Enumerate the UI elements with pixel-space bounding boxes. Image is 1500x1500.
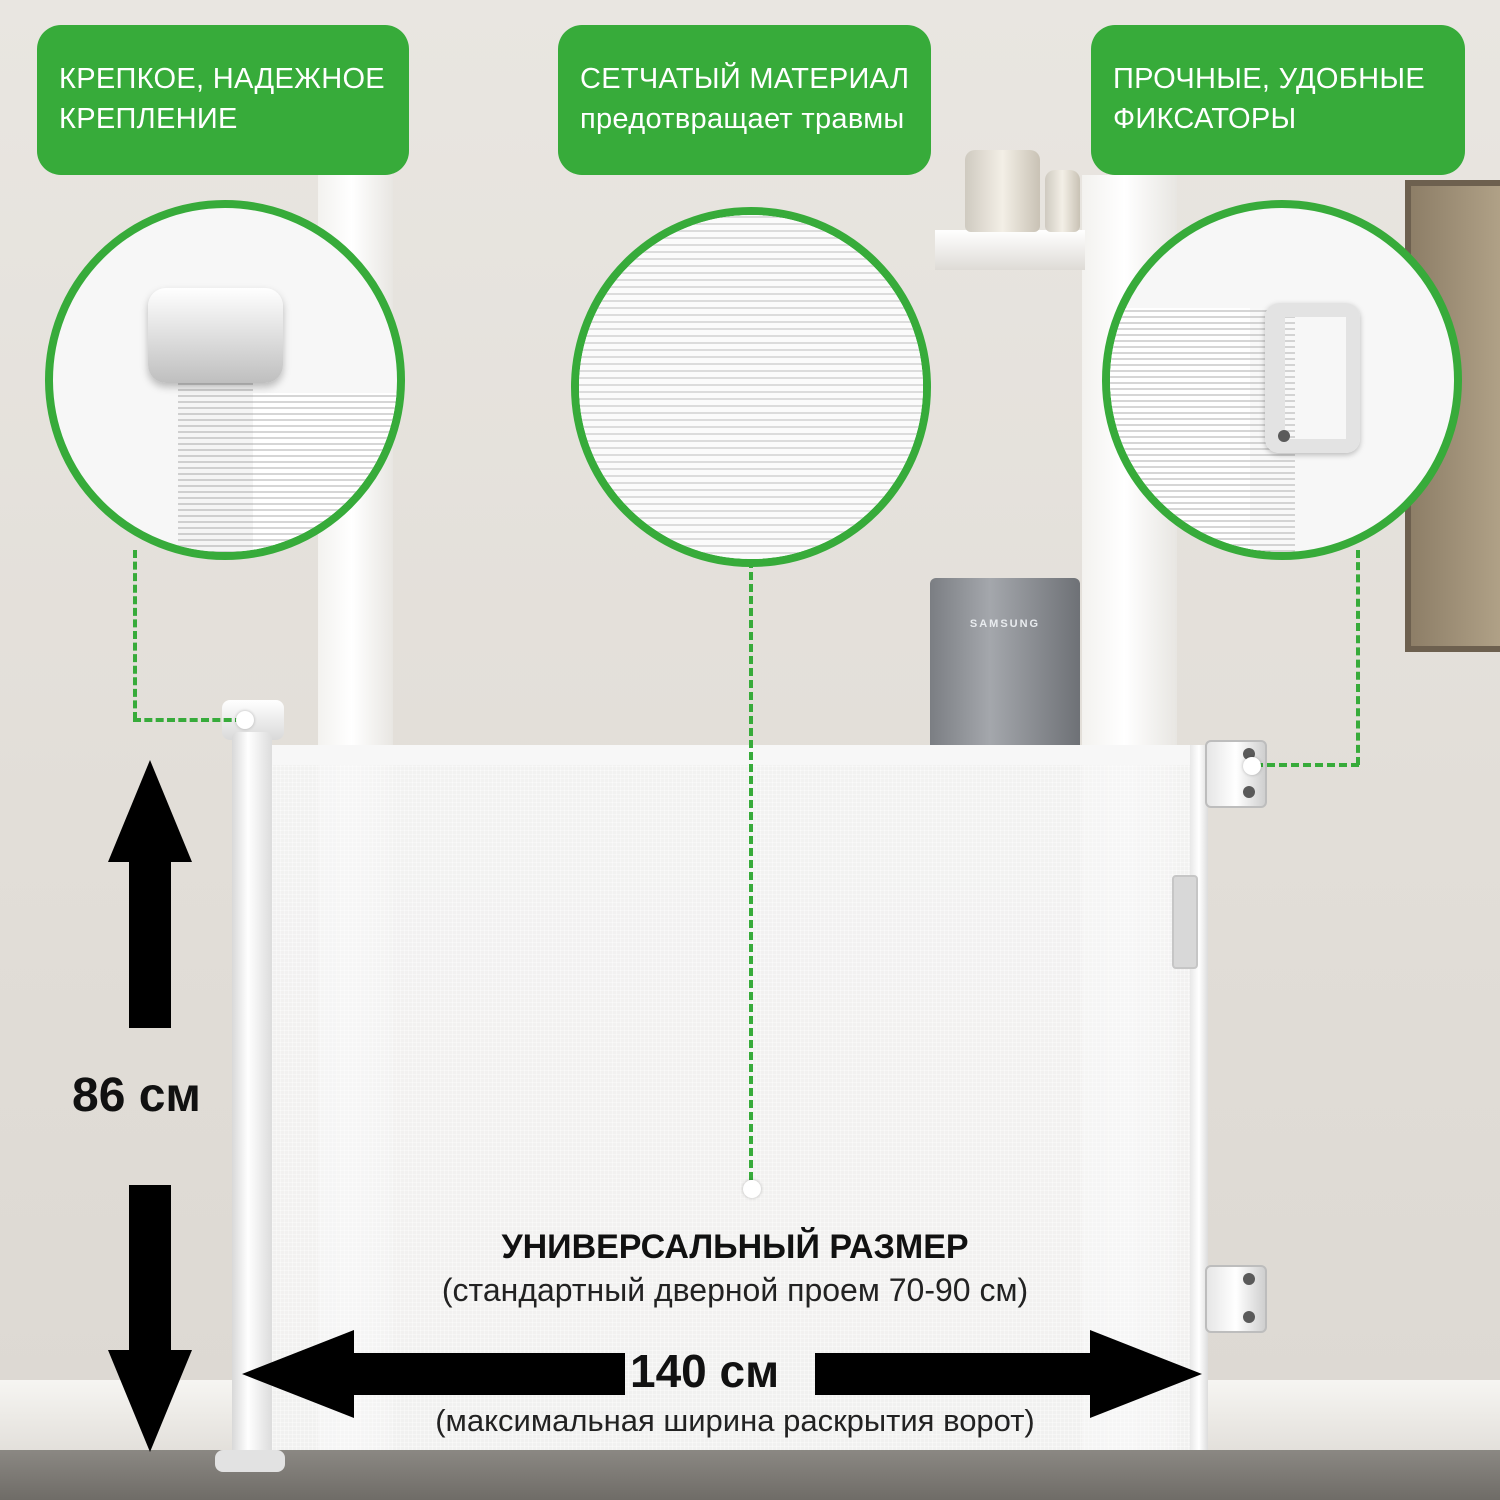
jar-clothespins bbox=[965, 150, 1040, 232]
size-subtitle: (стандартный дверной проем 70-90 см) bbox=[441, 1272, 1029, 1308]
mesh-texture bbox=[253, 393, 397, 552]
appliance-brand: SAMSUNG bbox=[969, 618, 1041, 630]
gate-handle-slot bbox=[1172, 875, 1198, 969]
callout-latch-line1: ПРОЧНЫЕ, УДОБНЫЕ bbox=[1113, 63, 1425, 95]
mount-bracket-icon bbox=[148, 288, 283, 383]
callout-mesh-line1: СЕТЧАТЫЙ МАТЕРИАЛ bbox=[580, 63, 910, 95]
gate-roller-post bbox=[232, 732, 272, 1467]
width-caption: (максимальная ширина раскрытия ворот) bbox=[435, 1403, 1035, 1438]
height-arrow-up-icon bbox=[108, 760, 192, 862]
bottom-latch-bracket bbox=[1205, 1265, 1267, 1333]
mesh-texture bbox=[1110, 308, 1270, 552]
gate-bottom-mount bbox=[215, 1450, 285, 1472]
callout-mount-line2: КРЕПЛЕНИЕ bbox=[59, 103, 238, 135]
screw-icon bbox=[1243, 1311, 1255, 1323]
leader-line-mount-vertical bbox=[133, 550, 137, 720]
screw-icon bbox=[1278, 430, 1290, 442]
baseboard-right bbox=[1205, 1380, 1500, 1450]
size-title: УНИВЕРСАЛЬНЫЙ РАЗМЕР bbox=[501, 1228, 969, 1266]
callout-mount: КРЕПКОЕ, НАДЕЖНОЕ КРЕПЛЕНИЕ bbox=[37, 25, 409, 175]
leader-line-latch-horizontal bbox=[1255, 763, 1359, 767]
width-arrow-shaft-right bbox=[815, 1353, 1095, 1395]
height-value: 86 см bbox=[72, 1069, 201, 1122]
height-arrow-down-icon bbox=[108, 1350, 192, 1452]
width-value: 140 см bbox=[630, 1345, 780, 1397]
top-latch-bracket bbox=[1205, 740, 1267, 808]
callout-mount-line1: КРЕПКОЕ, НАДЕЖНОЕ bbox=[59, 63, 385, 95]
retractable-gate-mesh bbox=[245, 745, 1205, 1450]
jar-second bbox=[1045, 170, 1080, 232]
width-arrow-left-icon bbox=[242, 1330, 354, 1418]
roller-tube bbox=[178, 373, 253, 552]
latch-point-dot bbox=[1243, 757, 1261, 775]
width-arrow-right-icon bbox=[1090, 1330, 1202, 1418]
width-arrow-shaft-left bbox=[350, 1353, 625, 1395]
callout-latch: ПРОЧНЫЕ, УДОБНЫЕ ФИКСАТОРЫ bbox=[1091, 25, 1465, 175]
mesh-texture bbox=[579, 215, 923, 559]
latch-handle-icon bbox=[1265, 303, 1360, 453]
callout-latch-line2: ФИКСАТОРЫ bbox=[1113, 103, 1297, 135]
screw-icon bbox=[1243, 1273, 1255, 1285]
leader-line-mesh bbox=[749, 560, 753, 1180]
baseboard-left bbox=[0, 1380, 240, 1450]
mesh-point-dot bbox=[743, 1180, 761, 1198]
zoom-circle-mount bbox=[45, 200, 405, 560]
leader-line-mount-horizontal bbox=[133, 718, 243, 722]
screw-icon bbox=[1243, 786, 1255, 798]
height-arrow-shaft-top bbox=[129, 858, 171, 1028]
zoom-circle-latch bbox=[1102, 200, 1462, 560]
callout-mesh-line2: предотвращает травмы bbox=[580, 103, 905, 135]
leader-line-latch-vertical bbox=[1356, 550, 1360, 765]
zoom-circle-mesh bbox=[571, 207, 931, 567]
washing-machine: SAMSUNG bbox=[930, 578, 1080, 758]
callout-mesh: СЕТЧАТЫЙ МАТЕРИАЛ предотвращает травмы bbox=[558, 25, 931, 175]
wall-shelf bbox=[935, 230, 1085, 270]
height-arrow-shaft-bottom bbox=[129, 1185, 171, 1355]
mount-point-dot bbox=[236, 711, 254, 729]
